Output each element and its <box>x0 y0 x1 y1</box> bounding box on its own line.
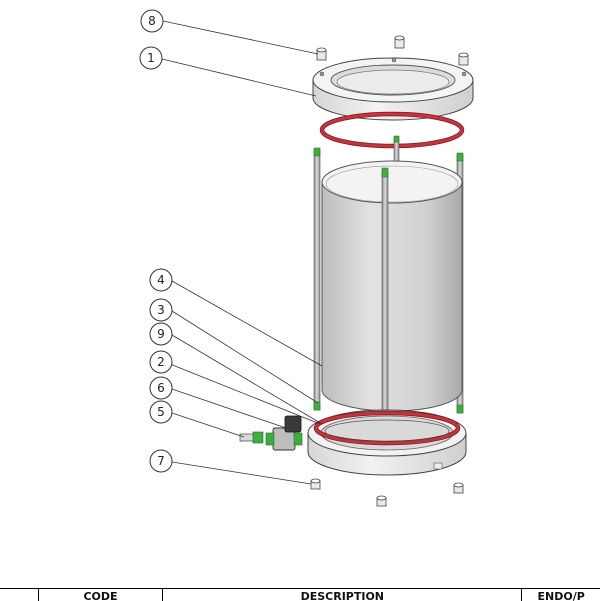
callout-balloon-9: 9 <box>149 322 173 346</box>
cylinder <box>321 160 463 412</box>
callout-balloon-7: 7 <box>149 449 173 473</box>
svg-text:8: 8 <box>148 14 156 28</box>
nut-icon <box>376 495 387 507</box>
svg-text:2: 2 <box>157 355 165 369</box>
nut-icon <box>310 478 321 490</box>
table-header-last: ENDO/P <box>521 589 600 601</box>
callout-balloon-2: 2 <box>149 350 173 374</box>
tie-rod-front <box>381 167 389 428</box>
table-header-description: DESCRIPTION <box>162 589 521 601</box>
nut-icon <box>394 35 405 49</box>
callout-balloon-8: 8 <box>140 9 164 33</box>
leader-lines <box>161 20 323 485</box>
top-gasket <box>319 111 465 149</box>
svg-text:6: 6 <box>157 381 165 395</box>
ball-valve <box>265 415 303 451</box>
callout-balloon-6: 6 <box>149 376 173 400</box>
svg-text:3: 3 <box>157 303 165 317</box>
svg-text:1: 1 <box>147 51 155 65</box>
nut-icon <box>458 52 469 66</box>
svg-text:5: 5 <box>157 405 165 419</box>
bottom-gasket <box>313 410 461 446</box>
parts-table-header: CODE DESCRIPTION ENDO/P <box>0 588 600 601</box>
callout-balloon-4: 4 <box>149 268 173 292</box>
svg-text:4: 4 <box>157 273 165 287</box>
callout-balloon-1: 1 <box>139 46 163 70</box>
hose-fitting <box>239 431 264 444</box>
nut-icon <box>453 482 464 494</box>
table-header-cell-item <box>0 589 38 601</box>
table-header-code: CODE <box>37 589 162 601</box>
bottom-nuts <box>310 478 464 507</box>
top-flange <box>312 57 474 121</box>
callout-balloon-3: 3 <box>149 298 173 322</box>
svg-text:9: 9 <box>157 327 165 341</box>
nut-icon <box>316 47 327 61</box>
svg-text:7: 7 <box>157 454 165 468</box>
tie-rod-left <box>313 147 321 411</box>
callout-balloon-5: 5 <box>149 400 173 424</box>
